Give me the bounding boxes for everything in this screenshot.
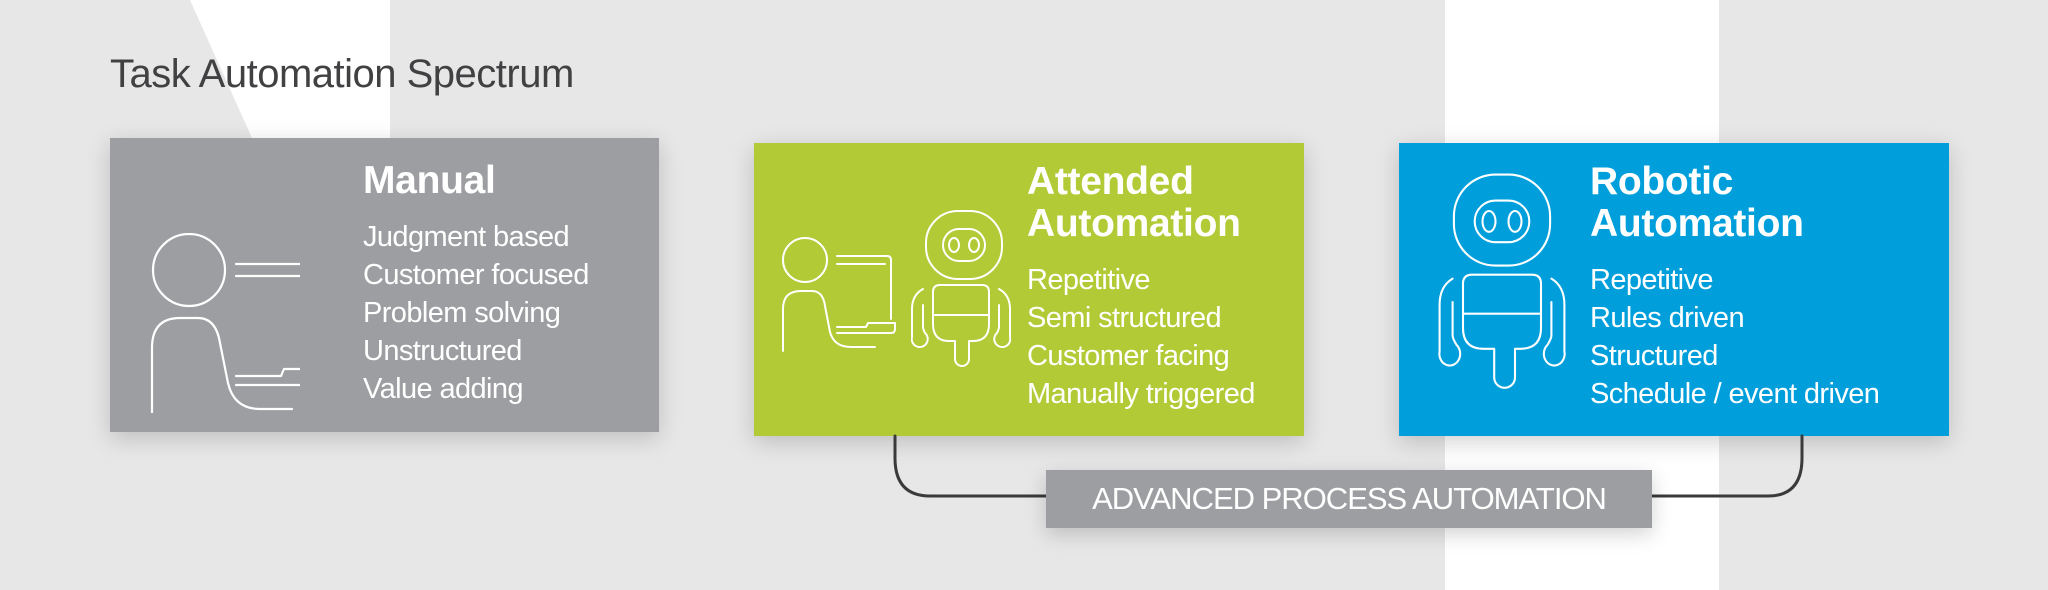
list-item: Problem solving (363, 297, 561, 329)
attended-heading-line2: Automation (1027, 202, 1241, 245)
advanced-process-automation-label: ADVANCED PROCESS AUTOMATION (1046, 470, 1652, 528)
list-item: Rules driven (1590, 302, 1745, 334)
list-item: Structured (1590, 340, 1718, 372)
list-item: Value adding (363, 373, 524, 405)
robotic-traits-list: Repetitive Rules driven Structured Sched… (1590, 261, 1880, 413)
list-item: Customer facing (1027, 340, 1230, 372)
attended-traits-list: Repetitive Semi structured Customer faci… (1027, 261, 1255, 413)
manual-heading: Manual (363, 159, 496, 202)
robot-icon (1438, 173, 1566, 389)
person-at-laptop-icon (782, 237, 896, 352)
list-item: Customer focused (363, 259, 589, 291)
list-item: Repetitive (1590, 264, 1714, 296)
attended-heading: Attended Automation (1027, 161, 1241, 245)
robot-icon (911, 210, 1011, 367)
list-item: Unstructured (363, 335, 522, 367)
attended-heading-line1: Attended (1027, 160, 1194, 203)
page-title: Task Automation Spectrum (110, 52, 574, 96)
list-item: Semi structured (1027, 302, 1222, 334)
manual-card: Manual Judgment based Customer focused P… (110, 138, 659, 432)
robotic-heading: Robotic Automation (1590, 161, 1804, 245)
list-item: Manually triggered (1027, 378, 1255, 410)
robotic-heading-line2: Automation (1590, 202, 1804, 245)
list-item: Repetitive (1027, 264, 1151, 296)
robotic-heading-line1: Robotic (1590, 160, 1734, 203)
list-item: Judgment based (363, 221, 570, 253)
attended-automation-card: Attended Automation Repetitive Semi stru… (754, 143, 1304, 436)
list-item: Schedule / event driven (1590, 378, 1880, 410)
manual-traits-list: Judgment based Customer focused Problem … (363, 218, 589, 408)
person-at-laptop-icon (150, 233, 300, 413)
robotic-automation-card: Robotic Automation Repetitive Rules driv… (1399, 143, 1949, 436)
